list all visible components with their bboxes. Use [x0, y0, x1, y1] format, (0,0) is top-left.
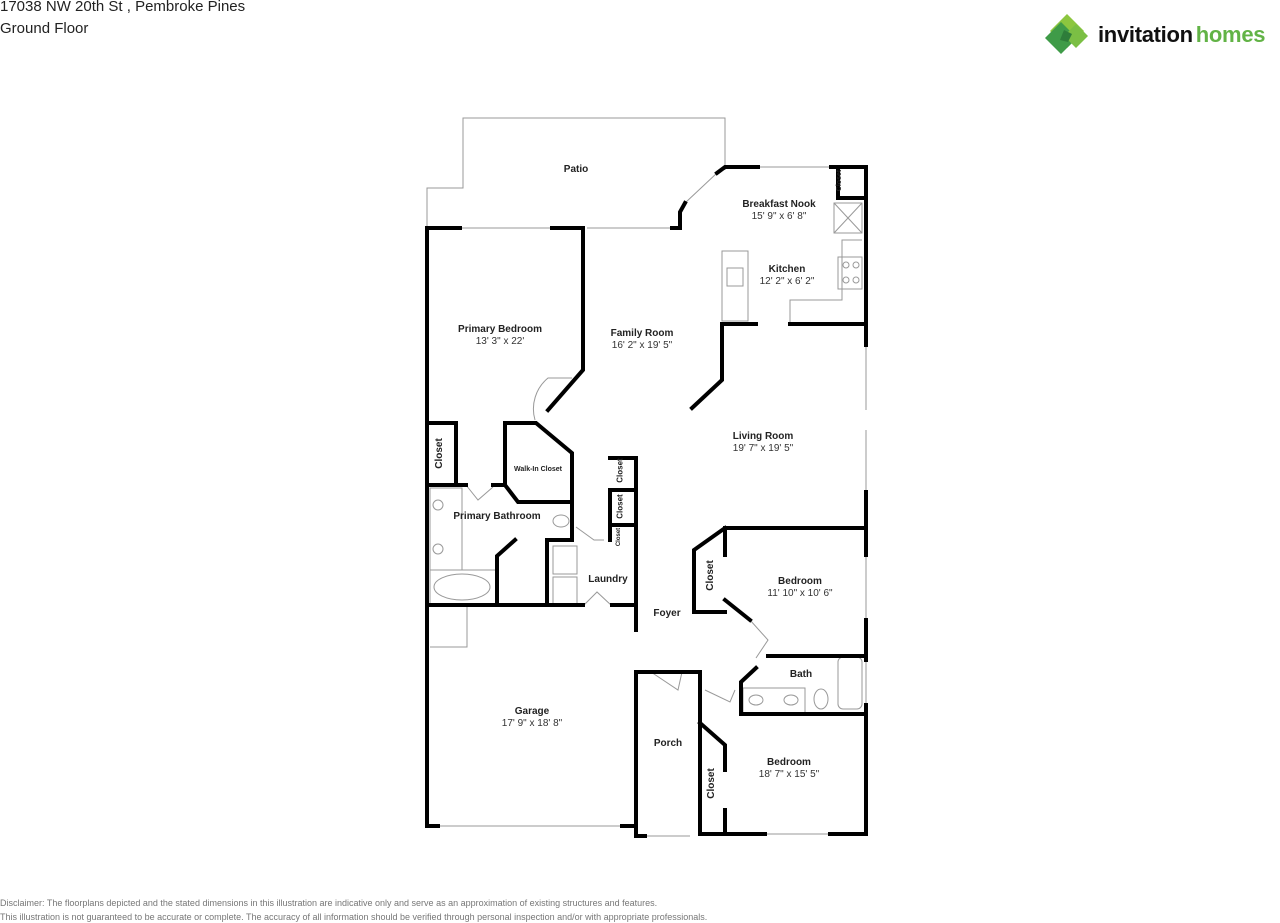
address-title: 17038 NW 20th St , Pembroke Pines [0, 0, 246, 15]
room-name: Walk-In Closet [514, 466, 562, 473]
closet-label-hall-3: Closet [616, 527, 623, 547]
logo-word-invitation: invitation [1098, 22, 1193, 47]
room-name: Foyer [653, 608, 681, 619]
room-name: Laundry [588, 574, 628, 585]
patio-outline [426, 117, 726, 227]
room-name: Bedroom [767, 757, 811, 768]
room-name: Bedroom [778, 576, 822, 587]
room-dimensions: 12' 2" x 6' 2" [759, 276, 815, 287]
room-name: Family Room [610, 328, 674, 339]
disclaimer-line-1: Disclaimer: The floorplans depicted and … [0, 898, 658, 908]
room-name: Primary Bathroom [453, 511, 541, 522]
room-walk-in-closet: Walk-In Closet [514, 464, 562, 476]
room-foyer: Foyer [653, 608, 680, 620]
room-dimensions: 16' 2" x 19' 5" [611, 340, 673, 351]
room-primary-bathroom: Primary Bathroom [453, 511, 540, 523]
room-bedroom-1: Bedroom 11' 10" x 10' 6" [767, 576, 832, 600]
room-name: Living Room [732, 431, 794, 442]
room-laundry: Laundry [588, 574, 627, 586]
closet-label-hall-1: Closet [615, 458, 625, 483]
logo-word-homes: homes [1195, 22, 1266, 47]
room-dimensions: 13' 3" x 22' [475, 336, 525, 347]
room-primary-bedroom: Primary Bedroom 13' 3" x 22' [458, 324, 542, 348]
room-name: Garage [514, 706, 550, 717]
room-kitchen: Kitchen 12' 2" x 6' 2" [760, 264, 815, 288]
closet-label-bedroom-2: Closet [705, 768, 717, 799]
room-breakfast-nook: Breakfast Nook 15' 9" x 6' 8" [742, 199, 815, 223]
room-patio: Patio [564, 164, 588, 176]
closet-label-hall-2: Closet [615, 494, 625, 519]
room-dimensions: 11' 10" x 10' 6" [767, 588, 833, 599]
room-name: Bath [789, 669, 813, 680]
leaf-diamond-icon [1045, 14, 1088, 54]
closet-label-nook: Closet [836, 169, 844, 192]
room-name: Primary Bedroom [458, 324, 542, 335]
disclaimer-line-2: This illustration is not guaranteed to b… [0, 912, 708, 922]
closet-label-bedroom-1: Closet [704, 560, 716, 591]
room-garage: Garage 17' 9" x 18' 8" [502, 706, 562, 730]
room-bedroom-2: Bedroom 18' 7" x 15' 5" [759, 757, 819, 781]
invitation-homes-logo: invitation homes [1044, 12, 1280, 58]
room-name: Porch [653, 738, 683, 749]
room-bath: Bath [790, 669, 812, 681]
room-porch: Porch [654, 738, 682, 750]
room-dimensions: 15' 9" x 6' 8" [751, 211, 807, 222]
floor-label: Ground Floor [0, 20, 89, 37]
room-dimensions: 17' 9" x 18' 8" [501, 718, 563, 729]
room-living-room: Living Room 19' 7" x 19' 5" [733, 431, 794, 455]
room-name: Patio [563, 164, 589, 175]
room-family-room: Family Room 16' 2" x 19' 5" [611, 328, 674, 352]
room-dimensions: 19' 7" x 19' 5" [732, 443, 794, 454]
room-dimensions: 18' 7" x 15' 5" [758, 769, 820, 780]
room-name: Breakfast Nook [742, 199, 816, 210]
room-name: Kitchen [768, 264, 806, 275]
closet-label-primary: Closet [433, 438, 445, 469]
